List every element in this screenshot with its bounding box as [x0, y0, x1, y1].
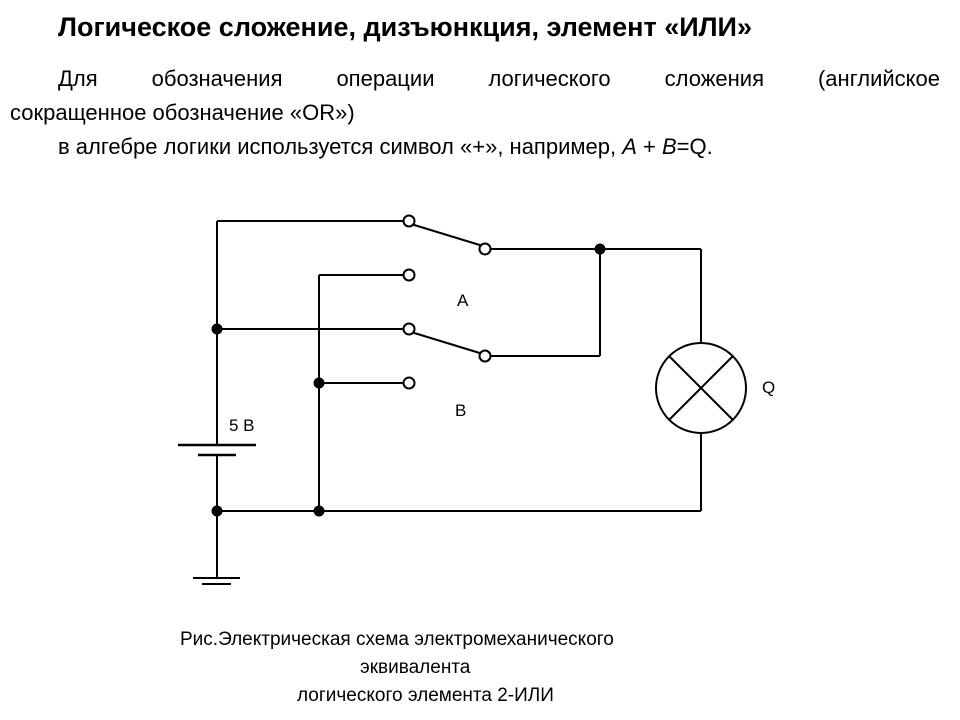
- formula-equals: =: [676, 134, 690, 159]
- paragraph-line-1: Для обозначения операции логического сло…: [58, 66, 940, 91]
- lamp-cross-2: [668, 355, 734, 421]
- contact-a-bottom: [402, 268, 416, 282]
- junction-output: [594, 243, 606, 255]
- junction-left-mid: [211, 323, 223, 335]
- switch-b-blade: [410, 331, 484, 355]
- description-paragraph: Для обозначения операции логического сло…: [10, 62, 940, 164]
- contact-b-top: [402, 322, 416, 336]
- junction-inner-bottom: [313, 505, 325, 517]
- formula-period: .: [706, 134, 713, 159]
- label-b: B: [455, 401, 466, 420]
- paragraph-line-2: сокращенное обозначение «OR»): [10, 100, 355, 125]
- lamp-q: [655, 342, 747, 434]
- contact-b-out: [478, 349, 492, 363]
- junction-inner-mid: [313, 377, 325, 389]
- formula-q: Q: [689, 134, 707, 159]
- contact-b-bottom: [402, 376, 416, 390]
- junction-left-bottom: [211, 505, 223, 517]
- contact-a-top: [402, 214, 416, 228]
- formula-b: B: [661, 134, 677, 159]
- caption-line-2: эквивалента: [360, 657, 471, 678]
- label-a: A: [457, 291, 469, 310]
- contact-a-out: [478, 242, 492, 256]
- label-voltage: 5 В: [229, 416, 255, 435]
- caption-line-1: Рис.Электрическая схема электромеханичес…: [180, 629, 614, 650]
- slide-title: Логическое сложение, дизъюнкция, элемент…: [58, 12, 752, 42]
- label-q: Q: [762, 378, 775, 397]
- switch-a-blade: [410, 223, 484, 247]
- caption-line-3: логического элемента 2-ИЛИ: [297, 685, 554, 706]
- formula-a: A: [622, 134, 637, 159]
- paragraph-line-3-text: в алгебре логики используется символ «+»…: [58, 134, 623, 159]
- paragraph-line-3: в алгебре логики используется символ «+»…: [10, 130, 940, 164]
- formula-plus: +: [636, 134, 662, 159]
